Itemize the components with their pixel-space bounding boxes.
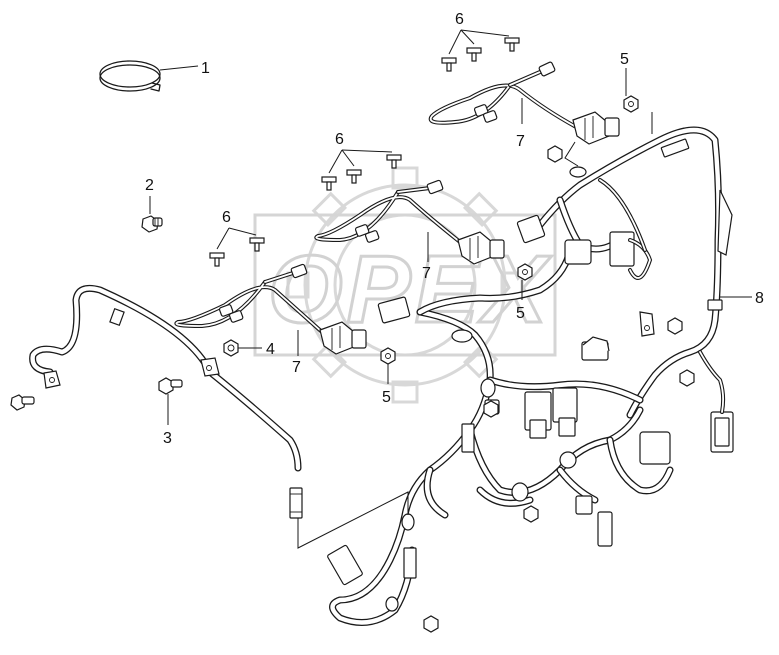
plugs-middle	[321, 154, 402, 191]
callout-7-lower: 7	[292, 359, 301, 376]
nut-icon	[380, 347, 396, 365]
nut-icon	[547, 145, 563, 163]
nut-icon	[523, 505, 539, 523]
callout-6-top: 6	[455, 11, 464, 28]
callout-6-lower: 6	[222, 209, 231, 226]
callout-3: 3	[163, 430, 172, 447]
callout-5-top: 5	[620, 51, 629, 68]
hose-clamp	[99, 60, 161, 92]
injector-harness-middle	[314, 179, 505, 265]
nut-icon	[679, 369, 695, 387]
bolt-3-icon	[158, 377, 183, 395]
support-rod	[29, 284, 303, 519]
callouts: 1 2 3 4 5 5 5 6 6 6 7 7 7 8	[145, 11, 764, 447]
nut-icon	[483, 400, 499, 418]
callout-7-top: 7	[516, 133, 525, 150]
callout-7-middle: 7	[422, 265, 431, 282]
callout-6-middle: 6	[335, 131, 344, 148]
nut-icon	[423, 615, 439, 633]
nut-icon	[623, 95, 639, 113]
plugs-lower	[209, 237, 265, 267]
leader-lines	[149, 29, 752, 549]
main-engine-harness	[327, 126, 734, 626]
bolt-left-icon	[10, 394, 35, 411]
callout-5-lower: 5	[382, 389, 391, 406]
watermark-text: OPEX	[268, 236, 552, 343]
callout-1: 1	[201, 60, 210, 77]
nut-icon	[517, 263, 533, 281]
callout-5-middle: 5	[516, 305, 525, 322]
nut-4-icon	[223, 339, 239, 357]
watermark-frame	[253, 213, 557, 357]
callout-8: 8	[755, 290, 764, 307]
callout-2: 2	[145, 177, 154, 194]
injector-harness-top	[428, 61, 620, 145]
callout-4: 4	[266, 341, 275, 358]
injector-harness-lower	[174, 263, 367, 355]
bolt-2-icon	[141, 215, 163, 233]
nuts-part5	[380, 95, 695, 633]
plugs-top	[441, 37, 520, 72]
nut-icon	[667, 317, 683, 335]
